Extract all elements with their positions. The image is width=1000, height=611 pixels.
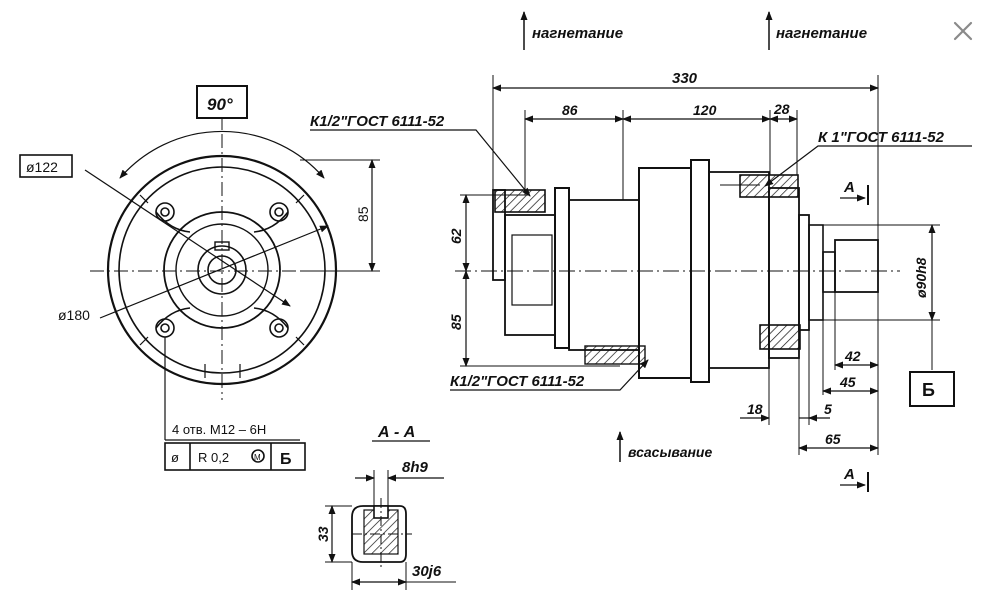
dia-122-label: ø122 [26, 159, 58, 175]
len-85: 85 [448, 314, 464, 330]
feature-control-frame [164, 442, 306, 471]
height-85-left-label: 85 [355, 206, 371, 222]
angle-label: 90° [207, 95, 233, 114]
len-86: 86 [562, 102, 578, 118]
close-icon [953, 21, 973, 41]
discharge-label-2: нагнетание [776, 25, 867, 42]
key-33: 33 [315, 526, 331, 542]
front-view [84, 110, 380, 440]
key-8h9: 8h9 [402, 459, 429, 476]
datum-b-frame [909, 371, 955, 407]
close-button[interactable]: × [946, 14, 980, 48]
holes-label: 4 отв. М12 – 6Н [172, 422, 266, 437]
section-mark-bottom: А [843, 466, 855, 483]
datum-b-label: Б [922, 380, 935, 400]
side-view [310, 75, 972, 492]
len-45: 45 [839, 374, 856, 390]
len-62: 62 [448, 228, 464, 244]
len-42: 42 [844, 348, 861, 364]
thread-right-label: К 1"ГОСТ 6111-52 [818, 129, 945, 146]
dia-180-label: ø180 [58, 307, 90, 323]
len-28: 28 [773, 101, 790, 117]
dia-122-frame [19, 154, 73, 178]
frame-datum: Б [280, 451, 292, 468]
len-18: 18 [747, 401, 763, 417]
len-120: 120 [693, 102, 717, 118]
len-65: 65 [825, 431, 841, 447]
dia-90h8: ø90h8 [913, 257, 929, 298]
frame-tolerance: R 0,2 [198, 450, 229, 465]
section-title: А - А [377, 424, 415, 441]
frame-symbol: ø [171, 450, 179, 465]
thread-top-label: К1/2"ГОСТ 6111-52 [310, 113, 445, 130]
len-330: 330 [672, 70, 698, 87]
len-5: 5 [824, 401, 832, 417]
section-mark-top: А [843, 179, 855, 196]
angle-frame [196, 85, 248, 119]
suction-label: всасывание [628, 444, 712, 460]
thread-bottom-label: К1/2"ГОСТ 6111-52 [450, 373, 585, 390]
key-section [325, 470, 456, 590]
discharge-label-1: нагнетание [532, 25, 623, 42]
key-30j6: 30j6 [412, 563, 442, 580]
frame-modifier: M [254, 453, 261, 462]
